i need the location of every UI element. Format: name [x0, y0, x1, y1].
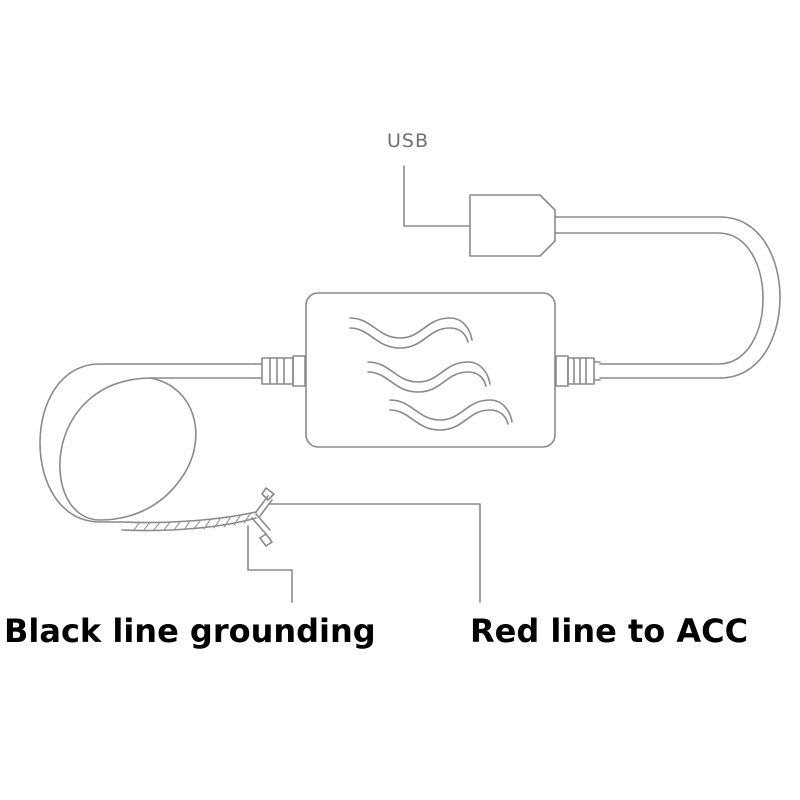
black-line-leader — [247, 525, 293, 603]
red-line-leader — [269, 503, 481, 603]
black-line-caption: Black line grounding — [4, 612, 376, 650]
right-strain-relief — [555, 355, 601, 387]
heat-wave-icon — [349, 317, 513, 431]
usb-cable — [554, 216, 781, 379]
split-wire — [121, 487, 275, 547]
coiled-cable — [39, 363, 256, 523]
usb-label: USB — [387, 130, 430, 152]
converter-box — [305, 292, 556, 448]
usb-leader-line — [403, 165, 471, 227]
red-line-caption: Red line to ACC — [470, 612, 749, 650]
usb-plug — [469, 194, 556, 257]
left-strain-relief — [254, 355, 306, 387]
